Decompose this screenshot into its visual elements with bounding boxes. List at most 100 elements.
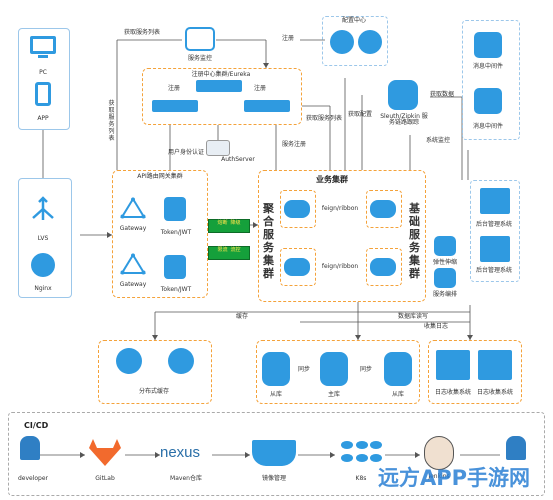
db-sync-label-2: 同步: [359, 366, 373, 373]
lvs-icon: [30, 196, 56, 222]
gateway-label-1: Gateway: [119, 225, 147, 232]
flow-get-service-list-mid: 获取服务列表: [306, 115, 343, 122]
flow-collect-log: 收集日志: [424, 323, 449, 330]
aggregate-cluster-title: 聚合服务集群: [263, 202, 274, 280]
orchestration-icon: [434, 268, 456, 288]
flow-service-register: 服务注册: [282, 141, 307, 148]
mgmt-label-2: 后台管理系统: [475, 267, 513, 274]
registry-server-top: [196, 80, 242, 92]
sleuth-label: Sleuth/Zipkin 服务链路跟踪: [380, 113, 428, 126]
maven-label: Maven仓库: [170, 475, 202, 482]
mq-group: [462, 20, 520, 140]
token-shield-icon-1: [164, 197, 186, 221]
aggregate-service-2: [280, 248, 316, 286]
jenkins-icon: [424, 436, 454, 470]
flow-register-top: 注册: [282, 35, 295, 42]
gateway-icon-1: [120, 197, 146, 219]
mq-label-1: 消息中间件: [472, 63, 504, 70]
base-service-2: [366, 248, 402, 286]
mgmt-icon-2: [480, 236, 510, 262]
auth-server-icon: [206, 140, 230, 156]
flow-cache: 缓存: [236, 313, 249, 320]
flow-collect-data: 获取数据: [430, 91, 455, 98]
mgmt-icon-1: [480, 188, 510, 214]
ops-user-icon: [506, 436, 526, 460]
k8s-label: K8s: [355, 475, 367, 482]
registry-cluster: [142, 68, 302, 125]
log-server-icon-2: [478, 350, 512, 380]
k8s-cluster-icon: [338, 438, 384, 468]
log-label-2: 日志收集系统: [476, 389, 514, 396]
cicd-title: CI/CD: [24, 421, 49, 430]
token-label-1: Token/JWT: [160, 229, 192, 236]
mq-icon-2: [474, 88, 502, 114]
gateway-group-title: API路由网关集群: [137, 173, 183, 180]
sleuth-check-icon: [388, 80, 418, 110]
config-center: [322, 16, 388, 66]
base-cluster-title: 基础服务集群: [409, 202, 420, 280]
db-sync-label-1: 同步: [297, 366, 311, 373]
lvs-label: LVS: [37, 235, 49, 242]
cicd-group: [8, 412, 545, 496]
gateway-group: [112, 170, 208, 298]
token-label-2: Token/JWT: [160, 286, 192, 293]
flow-user-auth: 用户身份认证: [168, 149, 205, 156]
aggregate-cloud-icon-1: [284, 200, 310, 218]
config-title: 配置中心: [341, 17, 367, 24]
monitor-label: 服务监控: [187, 55, 213, 62]
docker-label: 镜像管理: [261, 475, 287, 482]
log-server-icon-1: [436, 350, 470, 380]
cache-icon-1: [116, 348, 142, 374]
flow-system-metrics: 系统监控: [426, 137, 451, 144]
registry-register-label: 注册: [168, 85, 181, 92]
aggregate-service-1: [280, 190, 316, 228]
registry-sync-label: 注册: [254, 85, 267, 92]
client-group: [18, 28, 70, 130]
circuit-breaker-badge: 熔断 降级: [208, 219, 250, 233]
base-cloud-icon-2: [370, 258, 396, 276]
gitlab-label: GitLab: [95, 475, 115, 482]
mq-icon-1: [474, 32, 502, 58]
business-title: 业务集群: [316, 175, 348, 184]
nginx-icon: [31, 253, 55, 277]
config-db-icon-2: [358, 30, 382, 54]
config-db-icon-1: [330, 30, 354, 54]
db-slave-label-1: 从库: [269, 391, 283, 398]
pc-stand-icon: [38, 55, 48, 58]
gateway-icon-2: [120, 253, 146, 275]
base-service-1: [366, 190, 402, 228]
feign-label-2: feign/ribbon: [321, 263, 359, 270]
cache-icon-2: [168, 348, 194, 374]
app-label: APP: [37, 115, 49, 122]
aggregate-cloud-icon-2: [284, 258, 310, 276]
rate-limit-badge: 限流 流控: [208, 246, 250, 260]
flow-get-service-list: 获取服务列表: [124, 29, 161, 36]
pc-label: PC: [39, 69, 47, 76]
gitlab-icon: [88, 438, 122, 466]
monitor-heart-icon: [185, 27, 215, 51]
developer-label: developer: [17, 475, 49, 482]
nginx-label: Nginx: [34, 285, 52, 292]
flow-db-rw: 数据库读写: [398, 313, 429, 320]
nexus-logo: nexus: [160, 444, 201, 461]
flow-get-config: 获取配置: [348, 111, 373, 118]
docker-icon: [252, 440, 296, 466]
db-master-icon: [320, 352, 348, 386]
app-icon: [35, 82, 51, 106]
pc-icon: [30, 36, 56, 54]
registry-server-right: [244, 100, 290, 112]
flow-get-service-list-vertical: 获取服务列表: [108, 100, 115, 142]
mgmt-group: [470, 180, 520, 282]
base-cloud-icon-1: [370, 200, 396, 218]
db-slave-icon-2: [384, 352, 412, 386]
auth-server-label: AuthServer: [221, 156, 255, 163]
db-master-label: 主库: [327, 391, 341, 398]
registry-server-left: [152, 100, 198, 112]
jenkins-label: Jenkins: [428, 473, 450, 480]
elastic-scale-icon: [434, 236, 456, 256]
log-label-1: 日志收集系统: [434, 389, 472, 396]
mq-label-2: 消息中间件: [472, 123, 504, 130]
db-slave-icon-1: [262, 352, 290, 386]
mgmt-label-1: 后台管理系统: [475, 221, 513, 228]
